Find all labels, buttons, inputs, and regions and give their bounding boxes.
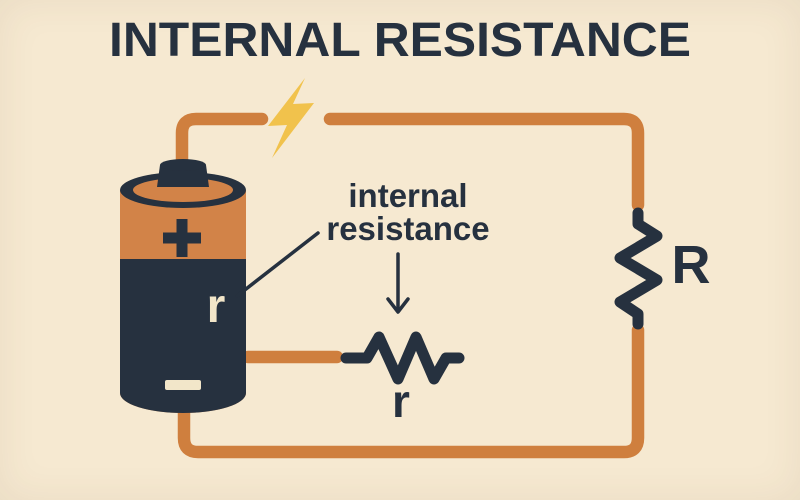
internal-resistor-label: r	[392, 375, 410, 427]
wire-bottom-loop	[177, 323, 645, 459]
external-resistor-label: R	[672, 235, 711, 295]
resistor-R-symbol	[614, 207, 663, 330]
resistor-r-symbol	[340, 331, 465, 385]
page-title: INTERNAL RESISTANCE	[109, 14, 691, 67]
lightning-bolt-icon	[268, 78, 314, 158]
battery-terminal-cap	[157, 165, 209, 187]
wire-top-right	[323, 112, 645, 212]
plus-symbol	[163, 219, 201, 257]
wire-top-left	[175, 112, 269, 179]
annotation-pointer-line	[235, 231, 320, 298]
battery-internal-r-label: r	[207, 280, 226, 333]
annotation-label-line1: internal	[348, 177, 467, 214]
arrow-down-icon	[386, 252, 410, 314]
minus-symbol	[165, 380, 201, 390]
annotation-label-line2: resistance	[326, 210, 489, 247]
battery-terminal-top	[160, 159, 206, 171]
battery: r	[120, 159, 246, 413]
battery-body-lower	[120, 259, 246, 413]
